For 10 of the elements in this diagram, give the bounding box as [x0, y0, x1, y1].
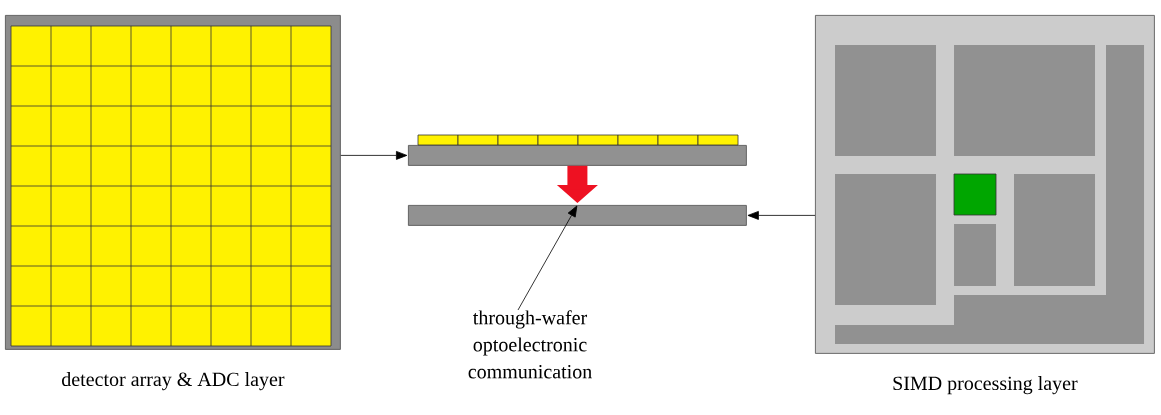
arrow: [340, 151, 408, 160]
node-label: SIMD processing layer: [893, 376, 1078, 395]
node-label: detector array & ADC layer: [62, 372, 285, 391]
detector-array-drawing: [5, 15, 341, 350]
wafer-with-detectors-drawing: [408, 134, 747, 166]
arrow: [747, 211, 816, 220]
leader-line: [517, 205, 578, 311]
wafer-bar: [408, 205, 747, 226]
callout-text: through-wafer optoelectronic communication: [468, 310, 592, 379]
processor-layout-drawing: [815, 15, 1155, 354]
